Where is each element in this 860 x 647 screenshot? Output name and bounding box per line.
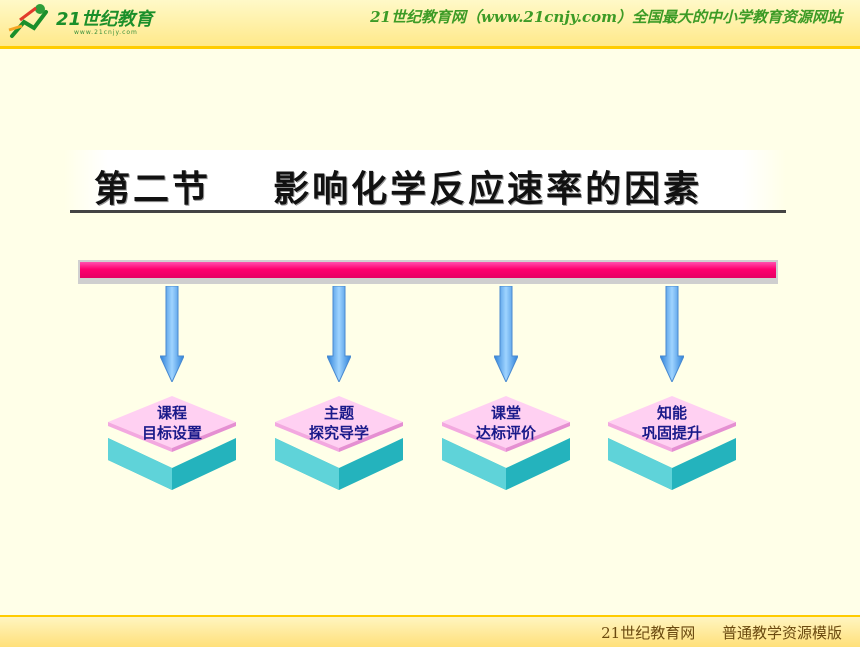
module-block-icon[interactable] [442,396,570,492]
footer-text: 21世纪教育网 普通教学资源模版 [601,622,842,643]
module-label-line1: 课程 [156,404,187,422]
title-panel [64,150,786,212]
module-label[interactable]: 主题 探究导学 [275,403,403,443]
logo-text: 21世纪教育 [56,9,154,30]
footer-banner: 21世纪教育网 普通教学资源模版 [0,615,860,647]
footer-site-name: 21世纪教育网 [601,624,696,642]
module-label-line2: 探究导学 [308,424,369,442]
module-label[interactable]: 课堂 达标评价 [442,403,570,443]
module-label-line2: 达标评价 [475,424,536,442]
module-label[interactable]: 课程 目标设置 [108,403,236,443]
title-underline [70,210,786,213]
connector-bar [78,260,778,280]
down-arrow-icon [160,286,184,382]
logo-url: www.21cnjy.com [74,29,138,36]
site-logo[interactable]: 21世纪教育 www.21cnjy.com [6,2,186,42]
module-label-line1: 知能 [656,404,687,422]
runner-logo-icon [8,4,48,38]
module-label-line2: 目标设置 [141,424,202,442]
module-label-line1: 主题 [323,404,354,422]
footer-template-name: 普通教学资源模版 [721,624,842,642]
header-slogan: 21世纪教育网（www.21cnjy.com）全国最大的中小学教育资源网站 [370,8,842,26]
module-block-icon[interactable] [275,396,403,492]
module-label-line2: 巩固提升 [641,424,702,442]
module-label-line1: 课堂 [490,404,521,422]
slide-title: 第二节 影响化学反应速率的因素 [94,169,703,210]
down-arrow-icon [660,286,684,382]
header-banner: 21世纪教育 www.21cnjy.com 21世纪教育网（www.21cnjy… [0,0,860,49]
down-arrow-icon [327,286,351,382]
down-arrow-icon [494,286,518,382]
module-block-icon[interactable] [108,396,236,492]
module-block-icon[interactable] [608,396,736,492]
module-label[interactable]: 知能 巩固提升 [608,403,736,443]
